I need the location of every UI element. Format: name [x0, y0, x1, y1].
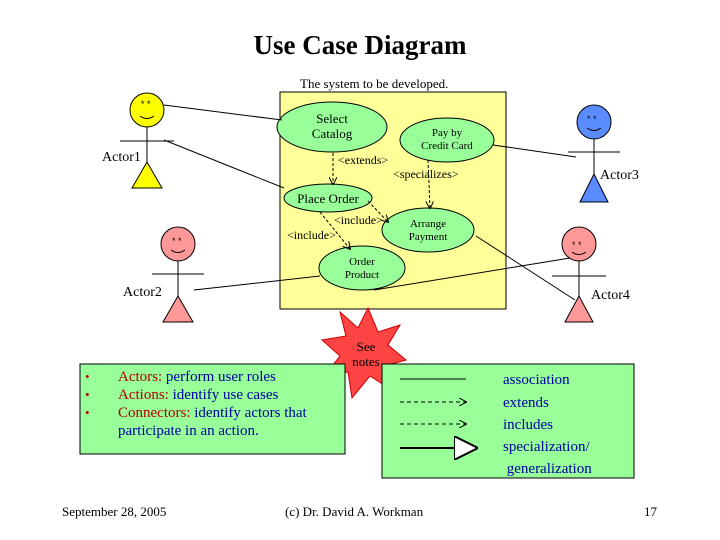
association-lines — [163, 104, 577, 301]
bullet-dot-icon: • — [85, 369, 90, 384]
bullet-actions: • Actions: identify use cases — [85, 386, 345, 404]
actor1-label: Actor1 — [102, 150, 141, 165]
dependency-arrows — [319, 153, 430, 249]
footer-date: September 28, 2005 — [62, 504, 167, 519]
stereotype-include-1: <include> — [334, 213, 383, 227]
label-pay-by-credit-card: Pay by Credit Card — [421, 127, 473, 152]
stereotype-extends: <extends> — [338, 153, 389, 167]
system-label: The system to be developed. — [300, 76, 449, 91]
actor2-label: Actor2 — [123, 285, 162, 300]
legend-extends: extends — [503, 395, 549, 411]
legend-includes: includes — [503, 417, 553, 433]
use-case-pay-by-credit-card[interactable] — [399, 117, 495, 163]
see-notes-text: See notes — [352, 339, 380, 369]
bullet-key: Actors: — [118, 369, 163, 385]
label-order-product: Order Product — [344, 256, 380, 281]
bullet-box-bg — [79, 363, 346, 455]
bullet-actors: • Actors: perform user roles — [85, 368, 345, 386]
use-case-select-catalog[interactable] — [276, 101, 388, 153]
actor3-figure[interactable]: * * — [568, 104, 620, 203]
bullet-dot-icon: • — [85, 405, 90, 420]
actor4-figure[interactable]: * * — [552, 226, 606, 323]
bullet-text: identify actors that participate in an a… — [118, 405, 307, 439]
stereotype-specializes: <specializes> — [393, 167, 459, 181]
bullet-key: Connectors: — [118, 405, 191, 421]
label-arrange-payment: Arrange Payment — [408, 218, 448, 243]
svg-text:* *: * * — [172, 236, 182, 246]
bullet-dot-icon: • — [85, 387, 90, 402]
footer-author: (c) Dr. David A. Workman — [285, 504, 424, 519]
bullet-key: Actions: — [118, 387, 169, 403]
actor3-label: Actor3 — [600, 168, 639, 183]
svg-text:* *: * * — [572, 240, 582, 250]
actor2-figure[interactable]: * * — [152, 226, 204, 323]
legend-arrows — [400, 378, 476, 448]
actor1-figure[interactable]: * * — [120, 92, 174, 189]
legend-specialization: specialization/ generalization — [503, 439, 592, 477]
use-case-place-order[interactable] — [283, 183, 373, 213]
bullet-text: perform user roles — [162, 369, 276, 385]
svg-text:* *: * * — [141, 99, 151, 109]
diagram-title: Use Case Diagram — [253, 30, 467, 60]
stereotype-include-2: <include> — [287, 228, 336, 242]
bullet-list: • Actors: perform user roles • Actions: id… — [85, 368, 345, 440]
legend-association: association — [503, 372, 570, 388]
bullet-text: identify use cases — [168, 387, 279, 403]
bullet-connectors: • Connectors: identify actors that partic… — [85, 404, 345, 440]
label-select-catalog: Select Catalog — [311, 111, 353, 141]
svg-text:* *: * * — [587, 114, 597, 124]
actor4-label: Actor4 — [591, 288, 630, 303]
use-case-order-product[interactable] — [318, 245, 406, 291]
footer-page-number: 17 — [644, 504, 657, 519]
label-place-order: Place Order — [297, 191, 359, 206]
legend-box — [381, 363, 635, 479]
